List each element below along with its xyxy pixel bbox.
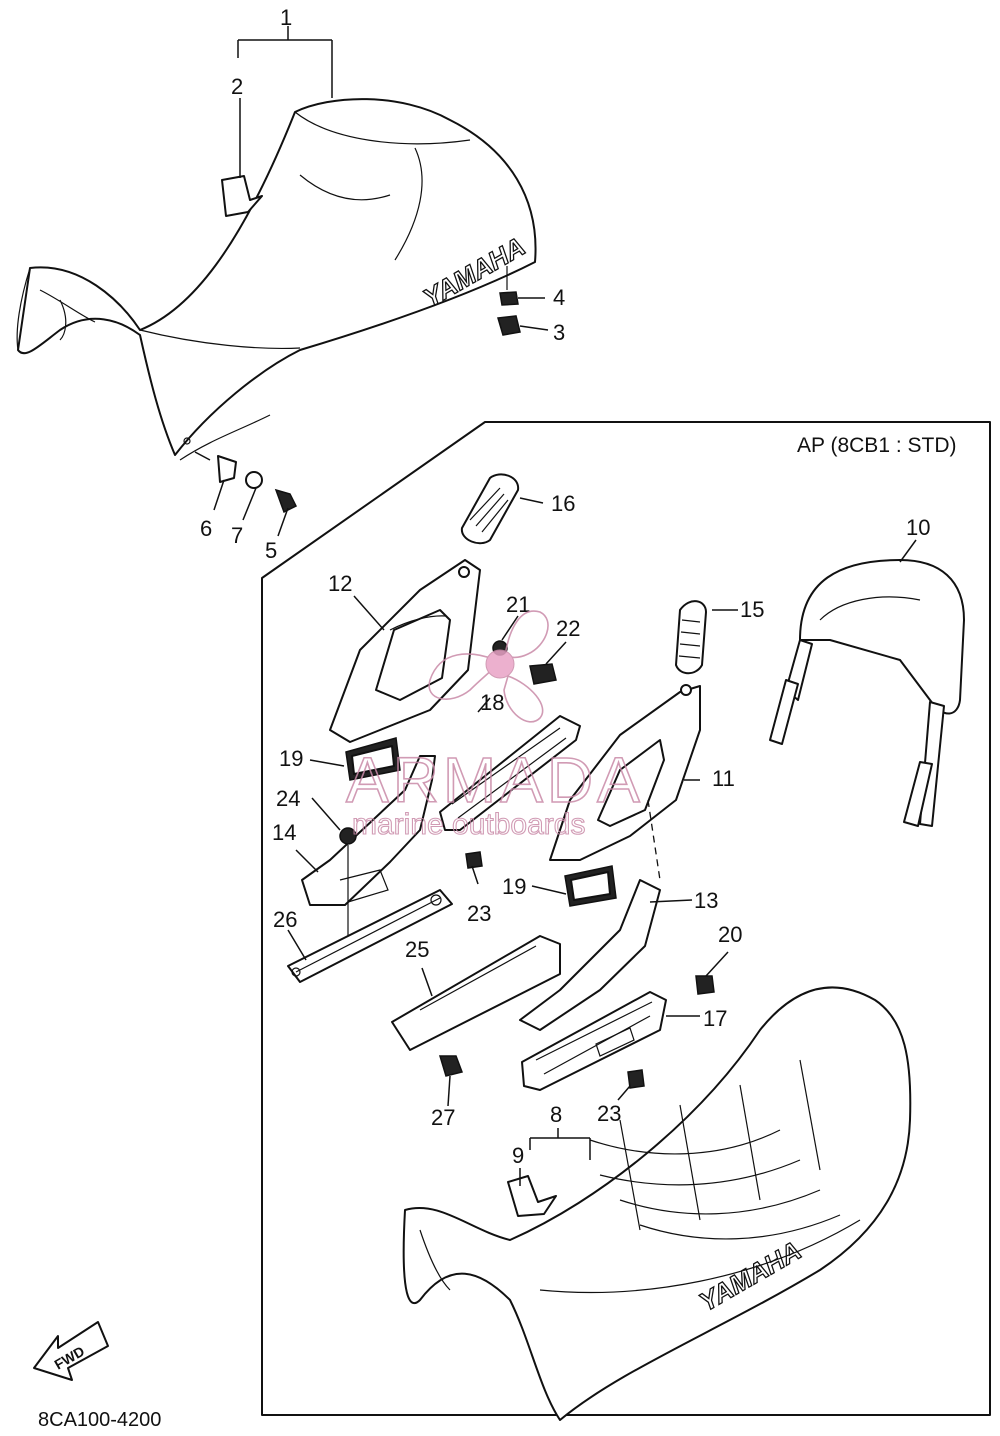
callout-18: 18 (480, 690, 504, 715)
callout-2: 2 (231, 74, 243, 99)
callout-15: 15 (740, 597, 764, 622)
lower-assembly: YAMAHA (287, 473, 965, 1421)
callout-19-right: 19 (502, 874, 526, 899)
callout-5: 5 (265, 538, 277, 563)
callout-12: 12 (328, 571, 352, 596)
callout-7: 7 (231, 523, 243, 548)
variant-frame (261, 421, 991, 1416)
strap-lower (507, 1175, 557, 1217)
backrest-10 (799, 559, 965, 715)
screw-24 (339, 827, 357, 845)
bolt-20 (695, 975, 715, 995)
callout-22: 22 (556, 616, 580, 641)
stay-14 (301, 755, 436, 906)
callout-17: 17 (703, 1006, 727, 1031)
callout-23-lower: 23 (597, 1101, 621, 1126)
callout-10: 10 (906, 515, 930, 540)
callout-11: 11 (712, 766, 735, 791)
bolt-23-upper (465, 851, 483, 869)
callout-9: 9 (512, 1143, 524, 1168)
watermark: ARMADA marine outboards (345, 610, 644, 842)
callout-24: 24 (276, 786, 300, 811)
bolt-5 (274, 488, 298, 514)
nut-3 (497, 315, 521, 336)
callout-8: 8 (550, 1102, 562, 1127)
callout-labels: 1 2 3 4 5 6 7 8 9 10 11 12 13 14 15 16 1… (200, 5, 930, 1168)
rail-18 (439, 715, 581, 831)
variant-label: AP (8CB1 : STD) (797, 434, 957, 457)
stay-13 (519, 879, 661, 1031)
grip-15 (675, 600, 707, 675)
propeller-hub (485, 649, 515, 679)
seat-accessory (402, 986, 912, 1421)
callout-3: 3 (553, 320, 565, 345)
bolt-22 (529, 663, 557, 685)
drawing-code: 8CA100-4200 (38, 1409, 161, 1431)
callout-23-upper: 23 (467, 901, 491, 926)
plate-25 (391, 935, 561, 1051)
leaders-lower (287, 497, 917, 1186)
leaders-upper (194, 26, 549, 537)
watermark-brand: ARMADA (346, 744, 644, 816)
seat-standard: YAMAHA (16, 98, 537, 461)
callout-1: 1 (280, 5, 292, 30)
callout-27: 27 (431, 1105, 455, 1130)
callout-6: 6 (200, 516, 212, 541)
bracket-6 (217, 455, 237, 483)
callout-13: 13 (694, 888, 718, 913)
callout-25: 25 (405, 937, 429, 962)
rail-17 (521, 991, 667, 1091)
nut-4 (499, 291, 519, 306)
callout-4: 4 (553, 285, 565, 310)
callout-14: 14 (272, 820, 296, 845)
callout-26: 26 (273, 907, 297, 932)
watermark-tagline: marine outboards (352, 808, 585, 841)
small-parts-upper (217, 291, 521, 514)
washer-7 (245, 471, 263, 489)
bolt-23-lower (627, 1069, 645, 1089)
callout-20: 20 (718, 922, 742, 947)
callout-16: 16 (551, 491, 575, 516)
grip-16 (460, 473, 520, 545)
propeller-logo (428, 610, 549, 723)
callout-19-left: 19 (279, 746, 303, 771)
bolt-27 (438, 1055, 463, 1077)
strap-upper (221, 175, 263, 217)
fwd-arrow-icon: FWD (33, 1321, 109, 1381)
